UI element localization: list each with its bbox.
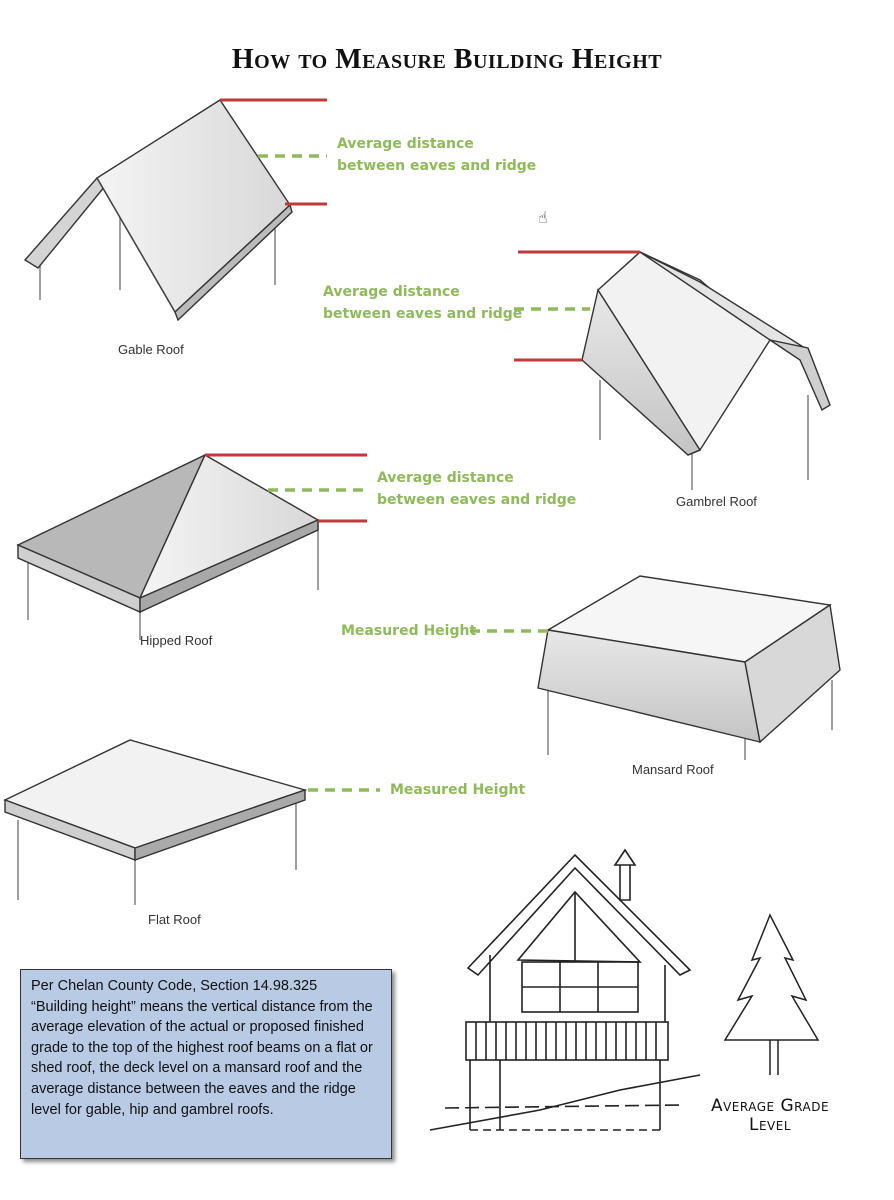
mansard-roof-drawing <box>537 575 841 760</box>
gambrel-roof-caption: Gambrel Roof <box>676 494 757 509</box>
gable-markers <box>220 98 327 206</box>
flat-measured-label: Measured Height <box>390 782 526 798</box>
gambrel-average-label-line2: between eaves and ridge <box>323 306 523 322</box>
hipped-average-label-line1: Average distance <box>377 470 514 486</box>
gable-average-label-line2: between eaves and ridge <box>337 158 537 174</box>
gable-average-label-line1: Average distance <box>337 136 474 152</box>
flat-roof-caption: Flat Roof <box>148 912 201 927</box>
average-grade-label: Average Grade Level <box>680 1097 860 1135</box>
gable-roof-drawing <box>23 99 293 322</box>
hand-cursor-icon: ☝ <box>538 208 548 227</box>
hipped-roof-drawing <box>16 453 320 640</box>
hipped-roof-caption: Hipped Roof <box>140 633 213 648</box>
code-definition-box: Per Chelan County Code, Section 14.98.32… <box>20 969 392 1159</box>
hipped-average-label-line2: between eaves and ridge <box>377 492 577 508</box>
average-grade-label-line2: Level <box>748 1115 792 1135</box>
mansard-roof-caption: Mansard Roof <box>632 762 714 777</box>
code-definition-text: “Building height” means the vertical dis… <box>31 998 373 1118</box>
cabin-sketch <box>429 848 701 1131</box>
mansard-measured-label: Measured Height <box>341 623 477 639</box>
average-grade-label-line1: Average Grade <box>710 1096 830 1116</box>
tree-sketch <box>723 913 820 1075</box>
gambrel-markers <box>514 250 640 362</box>
page-title: How to Measure Building Height <box>231 44 663 75</box>
code-citation: Per Chelan County Code, Section 14.98.32… <box>31 978 318 994</box>
gambrel-roof-drawing <box>581 251 831 490</box>
gable-roof-caption: Gable Roof <box>118 342 184 357</box>
hipped-average-label: Average distance between eaves and ridge <box>377 467 576 511</box>
hipped-markers <box>205 453 367 523</box>
gambrel-average-label: Average distance between eaves and ridge <box>323 281 522 325</box>
gable-average-label: Average distance between eaves and ridge <box>337 133 536 177</box>
flat-roof-drawing <box>3 739 308 905</box>
gambrel-average-label-line1: Average distance <box>323 284 460 300</box>
